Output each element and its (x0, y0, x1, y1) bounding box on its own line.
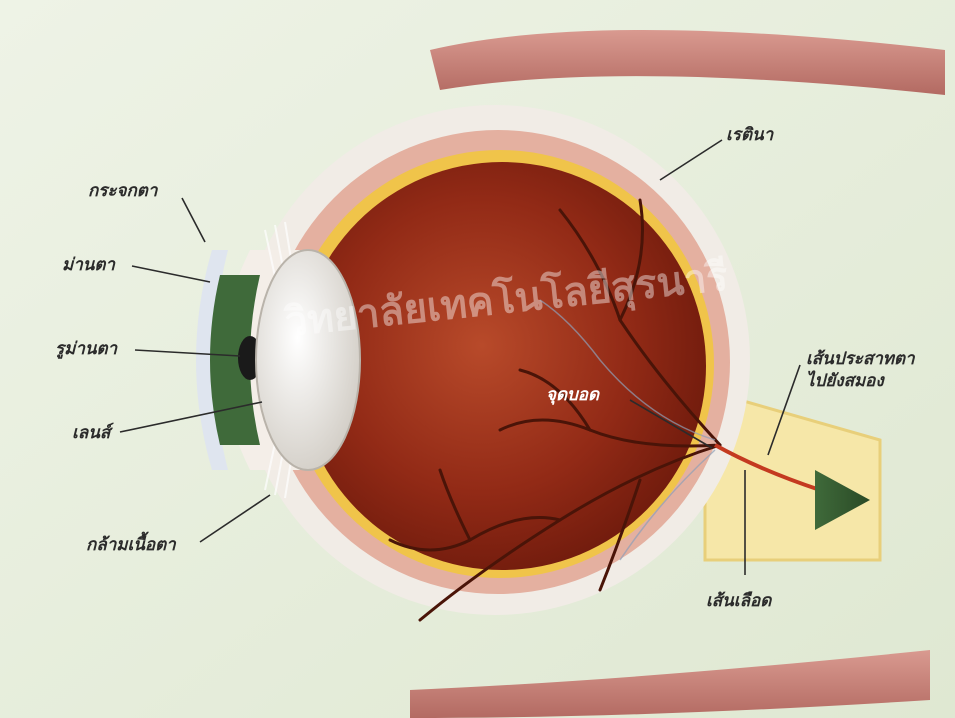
label-blind-spot: จุดบอด (546, 386, 599, 406)
label-lens: เลนส์ (72, 424, 110, 444)
label-optic-nerve-line1: เส้นประสาทตา (806, 350, 915, 370)
label-iris: ม่านตา (62, 256, 115, 276)
label-ciliary-muscle: กล้ามเนื้อตา (86, 536, 176, 556)
label-optic-nerve-line2: ไปยังสมอง (806, 372, 884, 392)
label-cornea: กระจกตา (88, 182, 157, 202)
label-pupil: รูม่านตา (55, 340, 117, 360)
label-retina: เรตินา (726, 126, 773, 146)
label-blood-vessel: เส้นเลือด (706, 592, 771, 612)
